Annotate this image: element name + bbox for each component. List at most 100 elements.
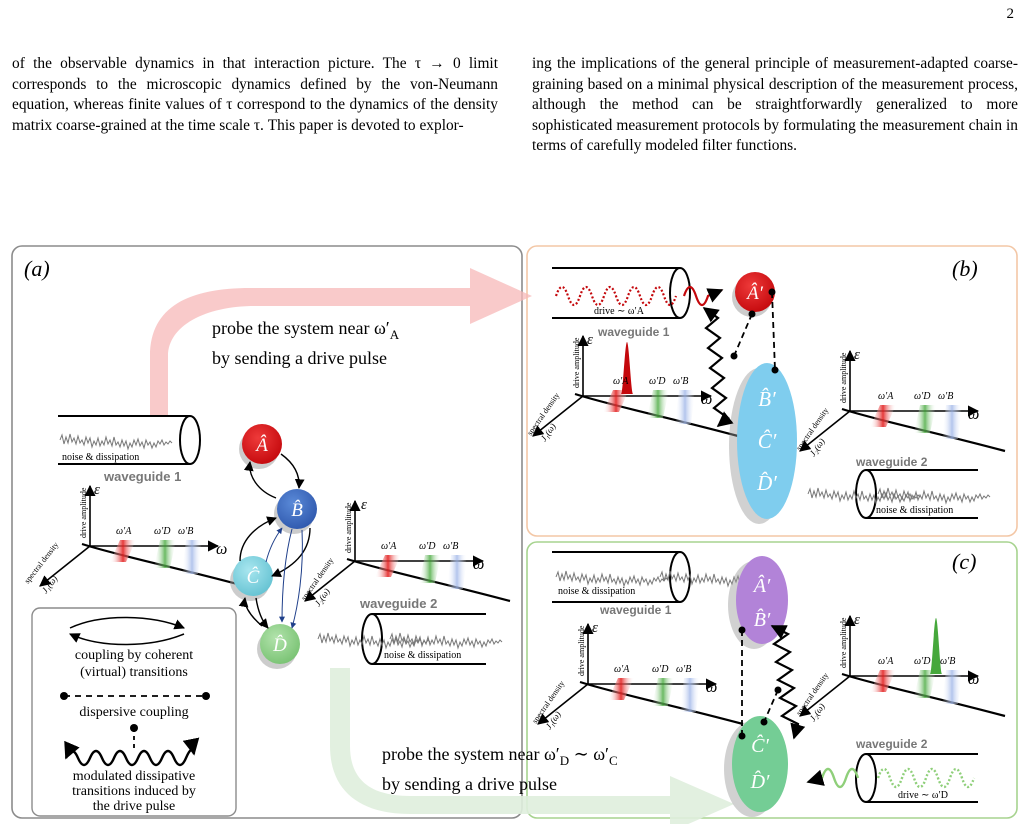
blob-BCD-prime: B̂′ Ĉ′ D̂′: [729, 363, 797, 524]
panel-a-frame: [11, 245, 523, 819]
svg-text:transitions induced by: transitions induced by: [72, 784, 196, 799]
svg-text:ω′B: ω′B: [676, 664, 691, 675]
blob-AB-prime: Â′ B̂′: [728, 556, 788, 649]
svg-text:ε: ε: [854, 612, 860, 628]
svg-text:Â′: Â′: [752, 574, 771, 597]
svg-text:waveguide 2: waveguide 2: [359, 596, 437, 611]
dispersive-links-c: [738, 625, 806, 740]
svg-text:J₁(ω): J₁(ω): [538, 421, 557, 443]
svg-text:drive amplitude: drive amplitude: [839, 352, 848, 403]
spectrum-1-a: ε ω ω′A ω′D ω′B drive amplitude spectral…: [22, 482, 245, 595]
spectrum-1-c: ε ω ω′A ω′D ω′B drive amplitude spectral…: [530, 620, 743, 731]
paragraph-left: of the observable dynamics in that inter…: [12, 55, 498, 134]
svg-text:ε: ε: [94, 482, 100, 498]
svg-text:J₁(ω): J₁(ω): [40, 574, 60, 596]
probe-top-line2: by sending a drive pulse: [212, 348, 387, 368]
svg-text:dispersive coupling: dispersive coupling: [79, 705, 188, 720]
svg-text:ω′A: ω′A: [614, 664, 630, 675]
svg-text:drive amplitude: drive amplitude: [839, 617, 848, 668]
dispersive-links-b: [702, 288, 779, 427]
svg-text:(virtual) transitions: (virtual) transitions: [80, 665, 188, 680]
svg-text:ε: ε: [361, 497, 367, 513]
spectrum-2-b: ε ω ω′A ω′D ω′B drive amplitude spectral…: [794, 347, 1005, 458]
svg-text:drive amplitude: drive amplitude: [344, 502, 353, 553]
svg-text:drive amplitude: drive amplitude: [577, 625, 586, 676]
panel-label-c: (c): [952, 549, 976, 574]
svg-text:ω′D: ω′D: [419, 541, 436, 552]
svg-text:B̂′: B̂′: [758, 387, 776, 411]
svg-text:ω′A: ω′A: [878, 391, 894, 402]
probe-bottom-line1: probe the system near ω′D ∼ ω′C: [382, 744, 618, 768]
svg-text:ω′D: ω′D: [649, 376, 666, 387]
svg-text:modulated dissipative: modulated dissipative: [73, 769, 195, 784]
legend-coherent: coupling by coherent (virtual) transitio…: [69, 616, 193, 680]
spectrum-2-c: ε ω ω′A ω′D ω′B drive amplitude spectral…: [794, 612, 1005, 723]
svg-text:ω′D: ω′D: [154, 526, 171, 537]
svg-text:ε: ε: [592, 620, 598, 636]
svg-text:ω: ω: [968, 406, 979, 423]
svg-text:ω: ω: [473, 556, 484, 573]
probe-top-line1: probe the system near ω′A: [212, 318, 400, 342]
waveguide-1-c: noise & dissipation waveguide 1: [552, 551, 773, 617]
svg-text:ω′B: ω′B: [938, 391, 953, 402]
probe-bottom-line2: by sending a drive pulse: [382, 774, 557, 794]
spectrum-2-a: ε ω ω′A ω′D ω′B drive amplitude spectral…: [299, 497, 510, 608]
svg-text:drive ∼ ω′D: drive ∼ ω′D: [898, 790, 948, 801]
svg-text:D̂′: D̂′: [750, 770, 770, 793]
green-probe-arrow: [330, 668, 734, 824]
svg-text:noise & dissipation: noise & dissipation: [876, 505, 953, 516]
svg-text:D̂′: D̂′: [756, 471, 777, 495]
svg-text:waveguide 1: waveguide 1: [599, 603, 672, 617]
svg-text:drive ∼ ω′A: drive ∼ ω′A: [594, 306, 645, 317]
svg-text:ε: ε: [587, 332, 593, 348]
paragraph-right: ing the implications of the general prin…: [532, 55, 1018, 154]
svg-text:ω: ω: [216, 541, 227, 558]
svg-text:coupling by coherent: coupling by coherent: [75, 648, 193, 663]
svg-text:Â′: Â′: [745, 282, 764, 304]
figure: (a) (b) (c) probe the system near ω′A by…: [11, 245, 1018, 824]
svg-text:ω′A: ω′A: [613, 376, 629, 387]
svg-text:waveguide 1: waveguide 1: [597, 325, 670, 339]
svg-text:B̂′: B̂′: [754, 608, 771, 631]
svg-text:ω′B: ω′B: [673, 376, 688, 387]
svg-text:ω′B: ω′B: [178, 526, 193, 537]
svg-text:Ĉ′: Ĉ′: [758, 429, 777, 453]
node-D: D̂: [257, 624, 300, 669]
svg-text:J₁(ω): J₁(ω): [543, 709, 562, 731]
waveguide-2-c: waveguide 2 drive ∼ ω′D: [806, 737, 978, 803]
svg-text:Ĉ′: Ĉ′: [751, 733, 769, 757]
node-B: B̂: [274, 489, 317, 534]
waveguide-2-b: waveguide 2 noise & dissipation: [807, 455, 991, 519]
blob-CD-prime: Ĉ′ D̂′: [724, 716, 788, 817]
svg-text:drive amplitude: drive amplitude: [572, 337, 581, 388]
svg-text:noise & dissipation: noise & dissipation: [384, 650, 461, 661]
svg-text:ε: ε: [854, 347, 860, 363]
svg-text:drive amplitude: drive amplitude: [79, 487, 88, 538]
svg-text:ω′D: ω′D: [652, 664, 669, 675]
svg-text:waveguide 2: waveguide 2: [855, 737, 928, 751]
node-A: Â: [239, 424, 282, 469]
svg-text:ω′B: ω′B: [940, 656, 955, 667]
node-A-prime: Â′: [732, 272, 775, 317]
svg-text:ω′B: ω′B: [443, 541, 458, 552]
svg-text:ω′A: ω′A: [116, 526, 132, 537]
svg-text:J₂(ω): J₂(ω): [807, 701, 826, 723]
text-column-left: of the observable dynamics in that inter…: [12, 54, 498, 136]
svg-text:Ĉ: Ĉ: [247, 566, 260, 588]
red-probe-arrow: [150, 268, 532, 416]
legend-modulated: modulated dissipative transitions induce…: [64, 724, 200, 814]
panel-label-b: (b): [952, 256, 978, 281]
text-column-right: ing the implications of the general prin…: [532, 54, 1018, 157]
noise-label-1a: noise & dissipation: [62, 452, 139, 463]
svg-text:D̂: D̂: [272, 635, 287, 656]
panel-b-frame: [526, 245, 1018, 537]
svg-text:ω′A: ω′A: [878, 656, 894, 667]
waveguide-1-label-a: waveguide 1: [103, 469, 181, 484]
waveguide-2-a: waveguide 2 noise & dissipation: [317, 596, 503, 665]
svg-text:the drive pulse: the drive pulse: [93, 799, 175, 814]
svg-text:ω′A: ω′A: [381, 541, 397, 552]
svg-text:ω′D: ω′D: [914, 391, 931, 402]
waveguide-1-b: drive ∼ ω′A waveguide 1: [552, 267, 724, 339]
svg-text:waveguide 2: waveguide 2: [855, 455, 928, 469]
node-C: Ĉ: [230, 556, 273, 601]
